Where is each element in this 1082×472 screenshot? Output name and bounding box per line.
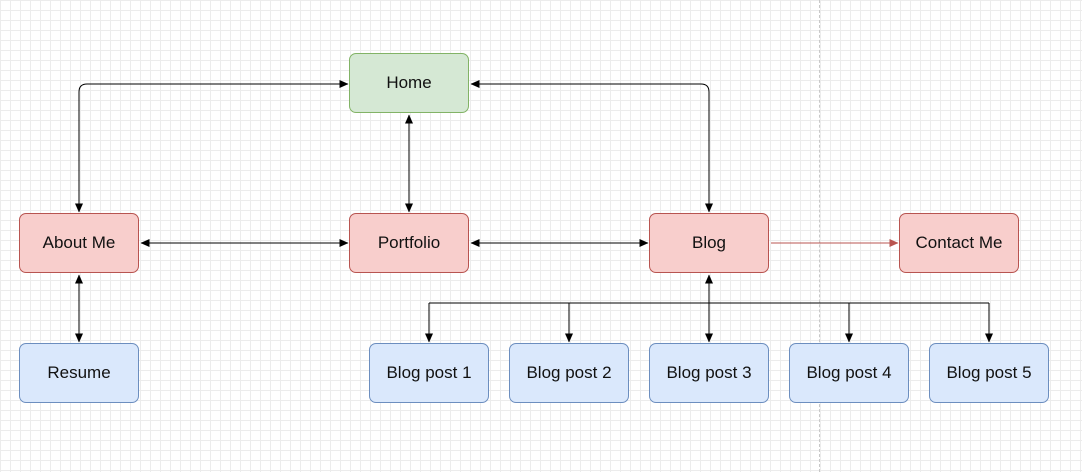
node-blog-post-4[interactable]: Blog post 4 xyxy=(789,343,909,403)
node-blog-post-2[interactable]: Blog post 2 xyxy=(509,343,629,403)
node-contact-me[interactable]: Contact Me xyxy=(899,213,1019,273)
node-home[interactable]: Home xyxy=(349,53,469,113)
node-resume-label: Resume xyxy=(47,363,111,382)
node-home-label: Home xyxy=(386,73,432,92)
node-blog-post-3[interactable]: Blog post 3 xyxy=(649,343,769,403)
node-portfolio[interactable]: Portfolio xyxy=(349,213,469,273)
node-blog[interactable]: Blog xyxy=(649,213,769,273)
node-resume[interactable]: Resume xyxy=(19,343,139,403)
edge-home-blog[interactable] xyxy=(470,80,713,213)
node-blog-post-3-label: Blog post 3 xyxy=(666,363,752,382)
node-blog-post-2-label: Blog post 2 xyxy=(526,363,612,382)
node-blog-post-5[interactable]: Blog post 5 xyxy=(929,343,1049,403)
node-portfolio-label: Portfolio xyxy=(377,233,441,252)
node-blog-label: Blog xyxy=(691,233,727,252)
node-contact-me-label: Contact Me xyxy=(915,233,1003,252)
node-about-me[interactable]: About Me xyxy=(19,213,139,273)
edge-home-about-me[interactable] xyxy=(75,80,349,213)
node-blog-post-4-label: Blog post 4 xyxy=(806,363,892,382)
page-break-line xyxy=(819,0,820,472)
node-blog-post-1-label: Blog post 1 xyxy=(386,363,472,382)
node-blog-post-1[interactable]: Blog post 1 xyxy=(369,343,489,403)
node-blog-post-5-label: Blog post 5 xyxy=(946,363,1032,382)
node-about-me-label: About Me xyxy=(42,233,116,252)
